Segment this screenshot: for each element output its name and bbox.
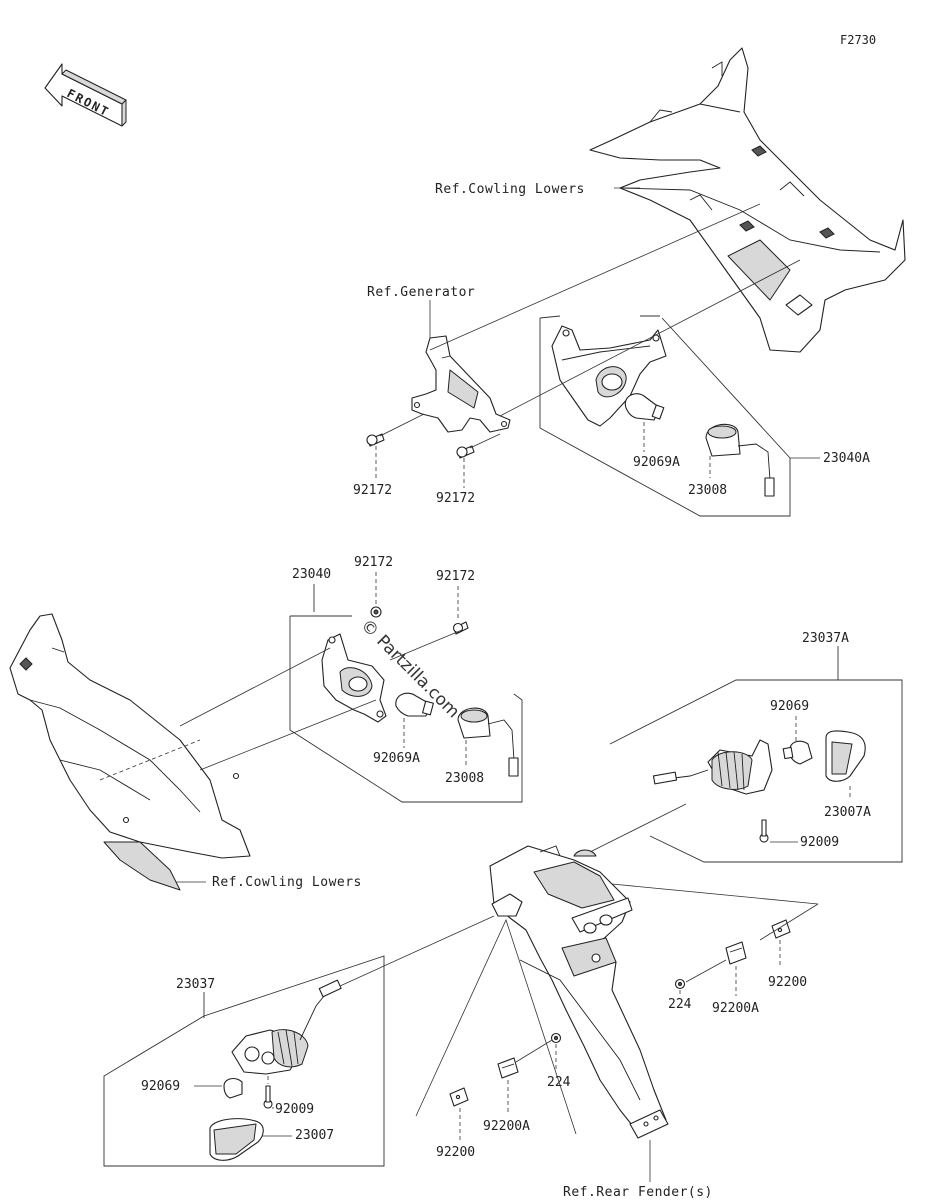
ref-rear-fender: Ref.Rear Fender(s): [563, 1185, 713, 1200]
part-23037A: 23037A: [802, 631, 849, 646]
bulb-92069A-top-icon: [624, 393, 665, 421]
cowling-lower-left-illustration: [9, 613, 251, 891]
part-224-right: 224: [668, 997, 692, 1012]
screw-92009-right-icon: [759, 819, 769, 843]
lens-23007A-icon: [825, 730, 866, 782]
ref-generator: Ref.Generator: [367, 285, 475, 300]
part-23040: 23040: [292, 567, 331, 582]
screw-92009-left-icon: [263, 1085, 273, 1109]
part-23007: 23007: [295, 1128, 334, 1143]
part-92172-c: 92172: [354, 555, 393, 570]
screw-92172-d-icon: [452, 621, 469, 635]
screw-224-right-icon: [674, 978, 686, 990]
part-23040A: 23040A: [823, 451, 870, 466]
part-92172-b: 92172: [436, 491, 475, 506]
bulb-92069A-mid-icon: [395, 692, 434, 717]
part-92069-left: 92069: [141, 1079, 180, 1094]
mounting-bracket-top: [411, 335, 511, 433]
part-92200-right: 92200: [768, 975, 807, 990]
turn-signal-rear-left: [231, 979, 342, 1075]
part-92069A-mid: 92069A: [373, 751, 420, 766]
nut-92200A-right-icon: [725, 941, 747, 965]
part-23007A: 23007A: [824, 805, 871, 820]
screw-92172-a-icon: [366, 433, 385, 447]
bulb-92069-right-icon: [782, 740, 813, 765]
socket-23008-top-icon: [705, 423, 775, 497]
part-92009-right: 92009: [800, 835, 839, 850]
lens-23007-icon: [209, 1118, 264, 1161]
plate-92200-center-icon: [449, 1087, 469, 1107]
ref-cowling-lowers-top: Ref.Cowling Lowers: [435, 182, 585, 197]
part-23008-top: 23008: [688, 483, 727, 498]
part-92009-left: 92009: [275, 1102, 314, 1117]
part-92200A-center: 92200A: [483, 1119, 530, 1134]
part-23037: 23037: [176, 977, 215, 992]
part-92200-center: 92200: [436, 1145, 475, 1160]
front-arrow-icon: FRONT: [44, 63, 127, 127]
bulb-92069-left-icon: [223, 1077, 243, 1099]
turn-signal-front-left: [321, 633, 387, 723]
socket-23008-mid-icon: [457, 707, 519, 777]
screw-92172-c-icon: [370, 606, 382, 618]
diagram-code: F2730: [840, 33, 876, 47]
rear-fender-bracket: [489, 845, 669, 1139]
part-23008-mid: 23008: [445, 771, 484, 786]
cowling-lower-top-illustration: [589, 47, 906, 353]
screw-224-center-icon: [550, 1032, 562, 1044]
nut-92200A-center-icon: [497, 1057, 519, 1079]
screw-92172-b-icon: [456, 445, 475, 459]
turn-signal-rear-right: [652, 739, 773, 795]
part-92172-d: 92172: [436, 569, 475, 584]
ref-cowling-lowers-left: Ref.Cowling Lowers: [212, 875, 362, 890]
part-92200A-right: 92200A: [712, 1001, 759, 1016]
part-92069-right: 92069: [770, 699, 809, 714]
part-92172-a: 92172: [353, 483, 392, 498]
turn-signal-front-right: [551, 325, 667, 427]
part-92069A-top: 92069A: [633, 455, 680, 470]
